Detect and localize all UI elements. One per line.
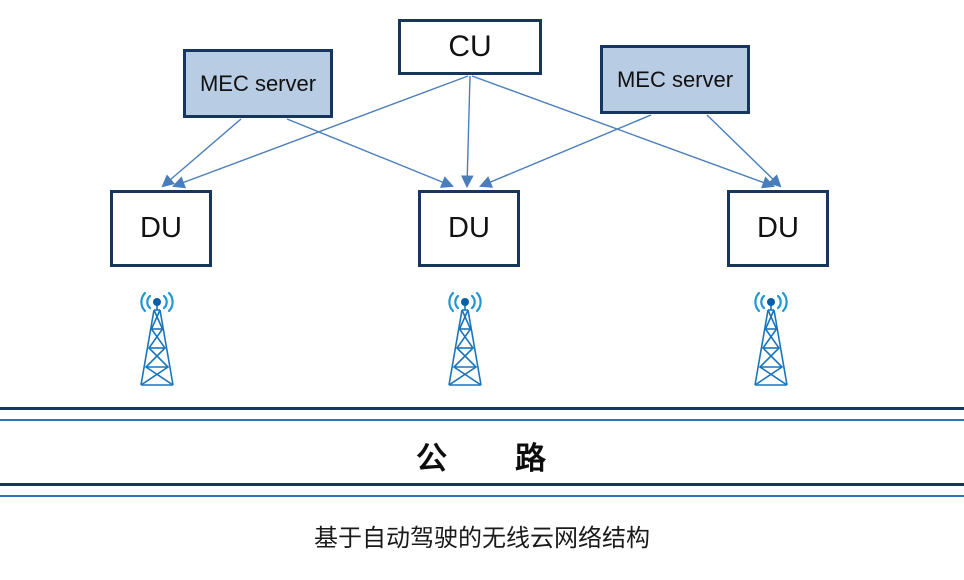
node-mec-server-right: MEC server bbox=[600, 45, 750, 114]
antenna-tower-icon bbox=[753, 291, 789, 387]
link-cu-du-center bbox=[460, 75, 474, 189]
node-cu-label: CU bbox=[448, 30, 492, 63]
node-du-left-label: DU bbox=[140, 212, 182, 244]
road-label: 公 路 bbox=[416, 441, 548, 476]
link-mecright-du-right bbox=[706, 114, 782, 188]
node-du-right-label: DU bbox=[757, 212, 799, 244]
link-mecleft-du-left bbox=[161, 118, 242, 188]
road-line-bottom-dark bbox=[0, 483, 964, 486]
road-line-top-dark bbox=[0, 407, 964, 410]
antenna-tower-icon bbox=[139, 291, 175, 387]
link-mecright-du-center bbox=[479, 114, 652, 188]
node-du-center: DU bbox=[418, 190, 520, 267]
node-cu: CU bbox=[398, 19, 542, 75]
node-du-right: DU bbox=[727, 190, 829, 267]
antenna-tower-icon bbox=[447, 291, 483, 387]
node-mec-right-label: MEC server bbox=[616, 66, 734, 92]
link-mecleft-du-center bbox=[286, 118, 454, 188]
node-mec-server-left: MEC server bbox=[183, 49, 333, 118]
node-du-left: DU bbox=[110, 190, 212, 267]
road-line-bottom-light bbox=[0, 495, 964, 497]
node-du-center-label: DU bbox=[448, 212, 490, 244]
diagram-caption: 基于自动驾驶的无线云网络结构 bbox=[314, 525, 650, 552]
node-mec-left-label: MEC server bbox=[199, 70, 317, 96]
road-line-top-light bbox=[0, 419, 964, 421]
